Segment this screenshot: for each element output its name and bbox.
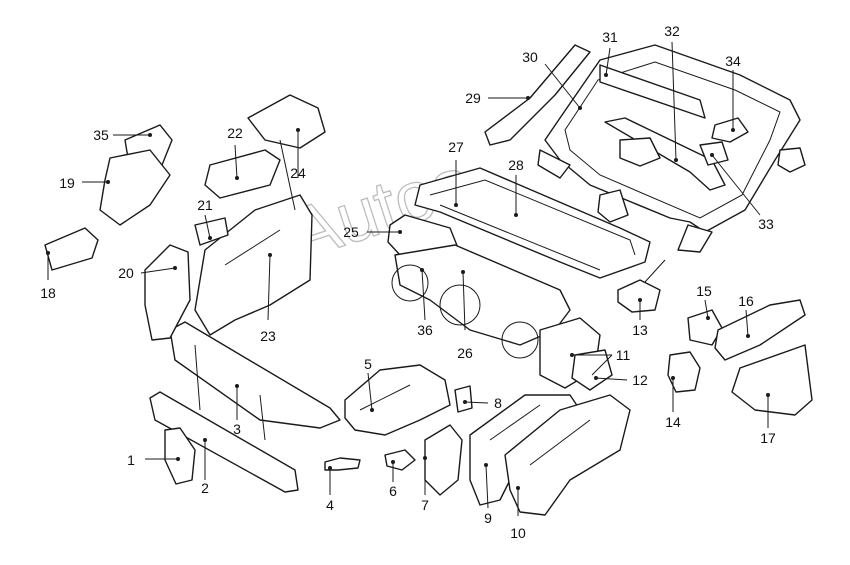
part-10-frame-rail — [504, 394, 631, 516]
callout-16: 16 — [738, 293, 754, 309]
part-32-wiper-linkage — [604, 117, 729, 191]
callout-12: 12 — [632, 372, 648, 388]
part-5-crossmember — [344, 364, 451, 436]
callout-34: 34 — [725, 53, 741, 69]
callout-2: 2 — [201, 480, 209, 496]
part-8-bushing — [454, 385, 473, 413]
callout-35: 35 — [93, 127, 109, 143]
callout-labels: 1 2 3 4 5 6 7 8 9 10 11 12 13 14 15 16 1… — [40, 23, 776, 541]
callout-32: 32 — [664, 23, 680, 39]
part-30-windshield-frame — [544, 44, 801, 233]
callout-24: 24 — [290, 165, 306, 181]
callout-7: 7 — [421, 497, 429, 513]
callout-29: 29 — [465, 90, 481, 106]
callout-18: 18 — [40, 285, 56, 301]
callout-25: 25 — [343, 224, 359, 240]
part-14-mount — [667, 351, 701, 393]
callout-10: 10 — [510, 525, 526, 541]
part-20-side-panel — [144, 244, 191, 341]
callout-27: 27 — [448, 139, 464, 155]
callout-17: 17 — [760, 430, 776, 446]
callout-26: 26 — [457, 345, 473, 361]
callout-15: 15 — [696, 283, 712, 299]
callout-33: 33 — [758, 216, 774, 232]
part-6-bracket — [384, 449, 416, 471]
callout-3: 3 — [233, 421, 241, 437]
callout-6: 6 — [389, 483, 397, 499]
part-4-bolt — [324, 457, 361, 471]
callout-11: 11 — [616, 347, 631, 363]
leader-lines — [46, 41, 770, 516]
callout-19: 19 — [59, 175, 75, 191]
part-28-cowl-panel — [414, 167, 651, 279]
part-16-bracket — [714, 299, 806, 361]
part-24-top-bracket — [247, 94, 326, 149]
part-7-bracket — [424, 424, 463, 496]
callout-28: 28 — [508, 157, 524, 173]
callout-23: 23 — [260, 328, 276, 344]
callout-14: 14 — [665, 414, 681, 430]
callout-31: 31 — [602, 29, 618, 45]
callout-13: 13 — [632, 322, 648, 338]
callout-21: 21 — [197, 197, 213, 213]
callout-30: 30 — [522, 49, 538, 65]
callout-5: 5 — [364, 356, 372, 372]
callout-22: 22 — [227, 125, 243, 141]
part-1-bracket — [164, 427, 196, 485]
part-3-radiator-support — [169, 321, 341, 429]
part-23-inner-panel — [194, 194, 313, 336]
part-22-brace — [204, 149, 281, 199]
part-34-bracket — [711, 117, 749, 143]
part-2-bumper-reinforcement — [149, 391, 299, 493]
part-18-bracket — [44, 227, 99, 271]
callout-1: 1 — [127, 452, 135, 468]
part-19-mount-panel — [99, 149, 171, 226]
part-31-cowl-strip — [599, 64, 706, 119]
part-21-bracket — [194, 217, 229, 246]
callout-36: 36 — [417, 322, 433, 338]
callout-4: 4 — [326, 497, 334, 513]
part-29-pillar-trim — [484, 44, 591, 146]
parts — [44, 44, 813, 516]
callout-9: 9 — [484, 510, 492, 526]
part-17-splash-shield — [731, 344, 813, 416]
callout-8: 8 — [494, 395, 502, 411]
part-12-bracket — [571, 349, 613, 391]
part-13-mount — [617, 279, 661, 313]
callout-20: 20 — [118, 265, 134, 281]
